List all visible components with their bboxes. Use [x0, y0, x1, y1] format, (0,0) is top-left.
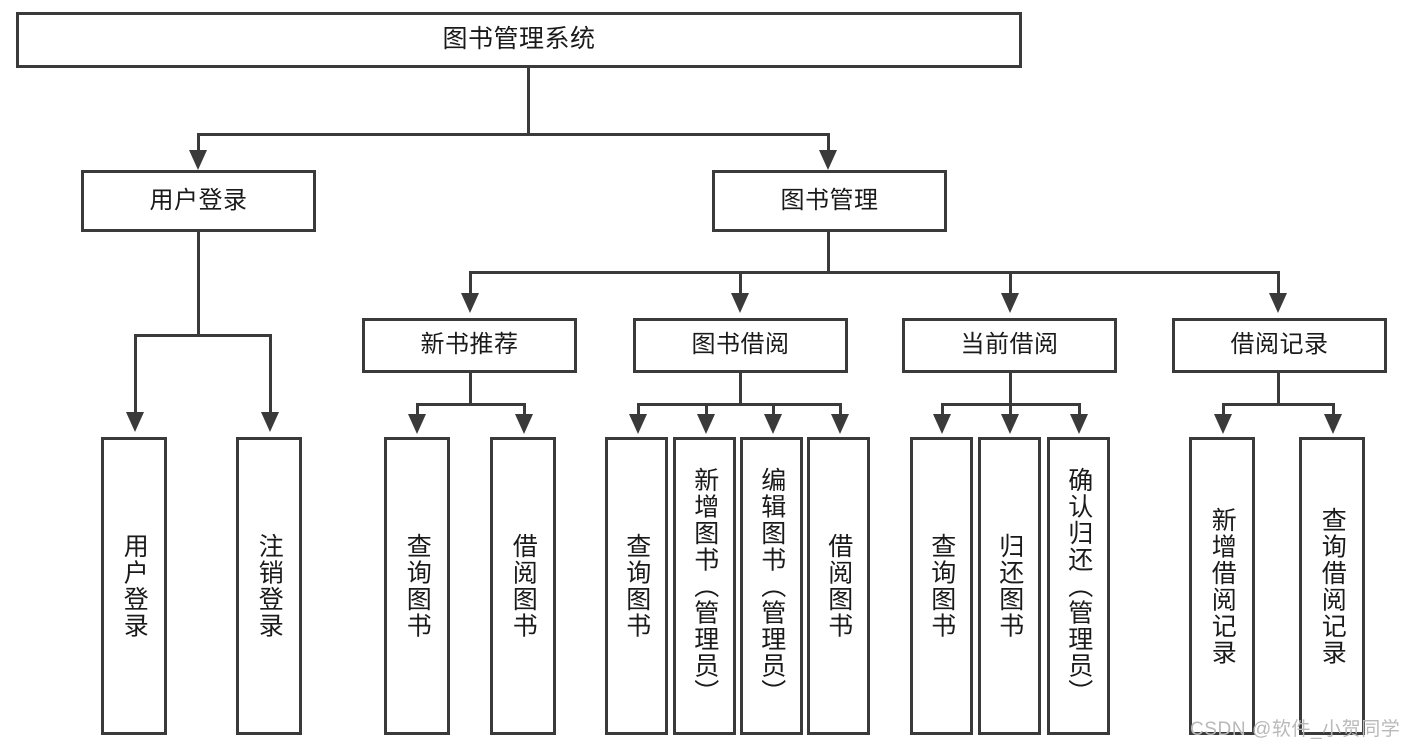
- node-book-borrow[interactable]: 图书借阅: [633, 318, 848, 373]
- edge-root-stem: [527, 68, 530, 136]
- arrow-borrow-child-3: [764, 414, 782, 434]
- node-label: 用户登录: [120, 533, 149, 639]
- node-current-borrow[interactable]: 当前借阅: [902, 318, 1117, 373]
- node-label: 查询图书: [927, 533, 956, 639]
- edge-current-stem: [1009, 373, 1012, 406]
- node-user-login[interactable]: 用户登录: [81, 170, 316, 232]
- edge-borrow-bus: [637, 403, 842, 406]
- node-label: 查询图书: [403, 533, 432, 639]
- node-new-book-recommendation[interactable]: 新书推荐: [362, 318, 577, 373]
- node-label: 图书借阅: [691, 331, 790, 359]
- node-label: 借阅图书: [509, 533, 538, 639]
- edge-to-borrow: [739, 271, 742, 297]
- arrow-to-current: [1001, 293, 1019, 313]
- node-label: 图书管理系统: [442, 25, 596, 54]
- node-label: 注销登录: [255, 533, 284, 639]
- edge-borrow-child-4: [839, 403, 842, 419]
- arrow-user-login-child-2: [261, 412, 279, 432]
- leaf-records-add-record[interactable]: 新增借阅记录: [1189, 437, 1255, 735]
- leaf-newbook-borrow-books[interactable]: 借阅图书: [490, 437, 556, 735]
- edge-root-bus: [197, 133, 830, 136]
- edge-user-login-child-1: [134, 334, 137, 417]
- edge-borrow-child-1: [637, 403, 640, 419]
- node-label: 用户登录: [149, 186, 248, 214]
- node-book-management-system[interactable]: 图书管理系统: [16, 12, 1022, 68]
- edge-root-to-book-manage: [827, 133, 830, 155]
- arrow-records-child-1: [1214, 414, 1232, 434]
- node-book-management[interactable]: 图书管理: [712, 170, 947, 232]
- arrow-current-child-3: [1070, 414, 1088, 434]
- leaf-borrow-add-book-admin[interactable]: 新增图书（管理员）: [673, 437, 736, 735]
- arrow-current-child-1: [933, 414, 951, 434]
- edge-to-new-book: [469, 271, 472, 297]
- node-label: 新增借阅记录: [1208, 506, 1237, 666]
- node-label: 借阅记录: [1230, 331, 1329, 359]
- edge-borrow-child-2: [705, 403, 708, 419]
- leaf-borrow-search-books[interactable]: 查询图书: [605, 437, 668, 735]
- leaf-borrow-edit-book-admin[interactable]: 编辑图书（管理员）: [740, 437, 803, 735]
- watermark-text: CSDN @软件_小贺同学: [1190, 719, 1401, 740]
- arrow-borrow-child-1: [629, 414, 647, 434]
- edge-new-book-stem: [469, 373, 472, 406]
- node-label: 图书管理: [780, 186, 879, 214]
- node-label: 借阅图书: [824, 533, 853, 639]
- arrow-to-book-manage: [819, 150, 837, 170]
- edge-new-book-child-2: [523, 403, 526, 419]
- leaf-user-login[interactable]: 用户登录: [101, 437, 167, 735]
- node-label: 确认归还（管理员）: [1064, 466, 1093, 706]
- arrow-to-records: [1269, 293, 1287, 313]
- arrow-borrow-child-4: [831, 414, 849, 434]
- edge-user-login-child-2: [269, 334, 272, 417]
- leaf-borrow-borrow-books[interactable]: 借阅图书: [807, 437, 870, 735]
- node-label: 新书推荐: [420, 331, 519, 359]
- arrow-new-book-child-2: [515, 414, 533, 434]
- node-label: 归还图书: [995, 533, 1024, 639]
- arrow-to-new-book: [461, 293, 479, 313]
- node-label: 编辑图书（管理员）: [757, 466, 786, 706]
- leaf-records-search-record[interactable]: 查询借阅记录: [1299, 437, 1365, 735]
- arrow-borrow-child-2: [697, 414, 715, 434]
- csdn-watermark: CSDN @软件_小贺同学: [1190, 714, 1400, 741]
- leaf-current-search-books[interactable]: 查询图书: [910, 437, 973, 735]
- edge-new-book-child-1: [416, 403, 419, 419]
- arrow-new-book-child-1: [408, 414, 426, 434]
- edge-borrow-child-3: [772, 403, 775, 419]
- edge-new-book-bus: [416, 403, 526, 406]
- leaf-newbook-search-books[interactable]: 查询图书: [384, 437, 450, 735]
- edge-current-child-3: [1078, 403, 1081, 419]
- arrow-to-borrow: [731, 293, 749, 313]
- edge-book-manage-bus: [469, 271, 1280, 274]
- edge-records-bus: [1222, 403, 1335, 406]
- edge-root-to-user-login: [197, 133, 200, 155]
- leaf-current-return-books[interactable]: 归还图书: [978, 437, 1041, 735]
- arrow-records-child-2: [1324, 414, 1342, 434]
- arrow-current-child-2: [1001, 414, 1019, 434]
- node-label: 查询借阅记录: [1318, 506, 1347, 666]
- edge-borrow-stem: [739, 373, 742, 406]
- node-label: 新增图书（管理员）: [690, 466, 719, 706]
- edge-current-child-2: [1009, 403, 1012, 419]
- node-borrow-records[interactable]: 借阅记录: [1172, 318, 1387, 373]
- arrow-user-login-child-1: [126, 412, 144, 432]
- edge-records-child-2: [1332, 403, 1335, 419]
- leaf-logout[interactable]: 注销登录: [236, 437, 302, 735]
- node-label: 当前借阅: [960, 331, 1059, 359]
- leaf-current-confirm-return-admin[interactable]: 确认归还（管理员）: [1047, 437, 1110, 735]
- edge-user-login-stem: [197, 232, 200, 337]
- node-label: 查询图书: [622, 533, 651, 639]
- edge-book-manage-stem: [827, 232, 830, 274]
- edge-records-stem: [1277, 373, 1280, 406]
- edge-to-current: [1009, 271, 1012, 297]
- edge-records-child-1: [1222, 403, 1225, 419]
- arrow-to-user-login: [189, 150, 207, 170]
- edge-user-login-bus: [134, 334, 269, 337]
- edge-current-child-1: [941, 403, 944, 419]
- edge-to-records: [1277, 271, 1280, 297]
